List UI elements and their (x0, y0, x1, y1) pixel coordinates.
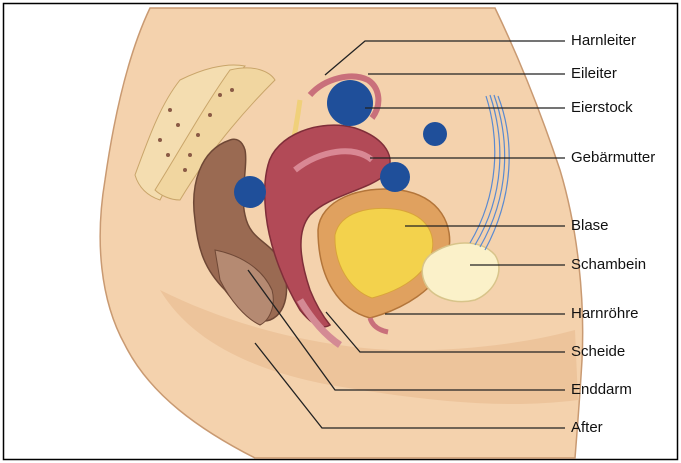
pubic-bone (422, 243, 499, 302)
label-gebaermutter: Gebärmutter (571, 149, 655, 167)
label-scheide: Scheide (571, 343, 625, 361)
label-schambein: Schambein (571, 256, 646, 274)
marker-eierstock (327, 80, 373, 126)
label-after: After (571, 419, 603, 437)
marker-rectum (234, 176, 266, 208)
label-enddarm: Enddarm (571, 381, 632, 399)
marker-uterus (380, 162, 410, 192)
label-harnroehre: Harnröhre (571, 305, 639, 323)
label-eierstock: Eierstock (571, 99, 633, 117)
label-eileiter: Eileiter (571, 65, 617, 83)
label-blase: Blase (571, 217, 609, 235)
marker-bladder-top (423, 122, 447, 146)
label-harnleiter: Harnleiter (571, 32, 636, 50)
